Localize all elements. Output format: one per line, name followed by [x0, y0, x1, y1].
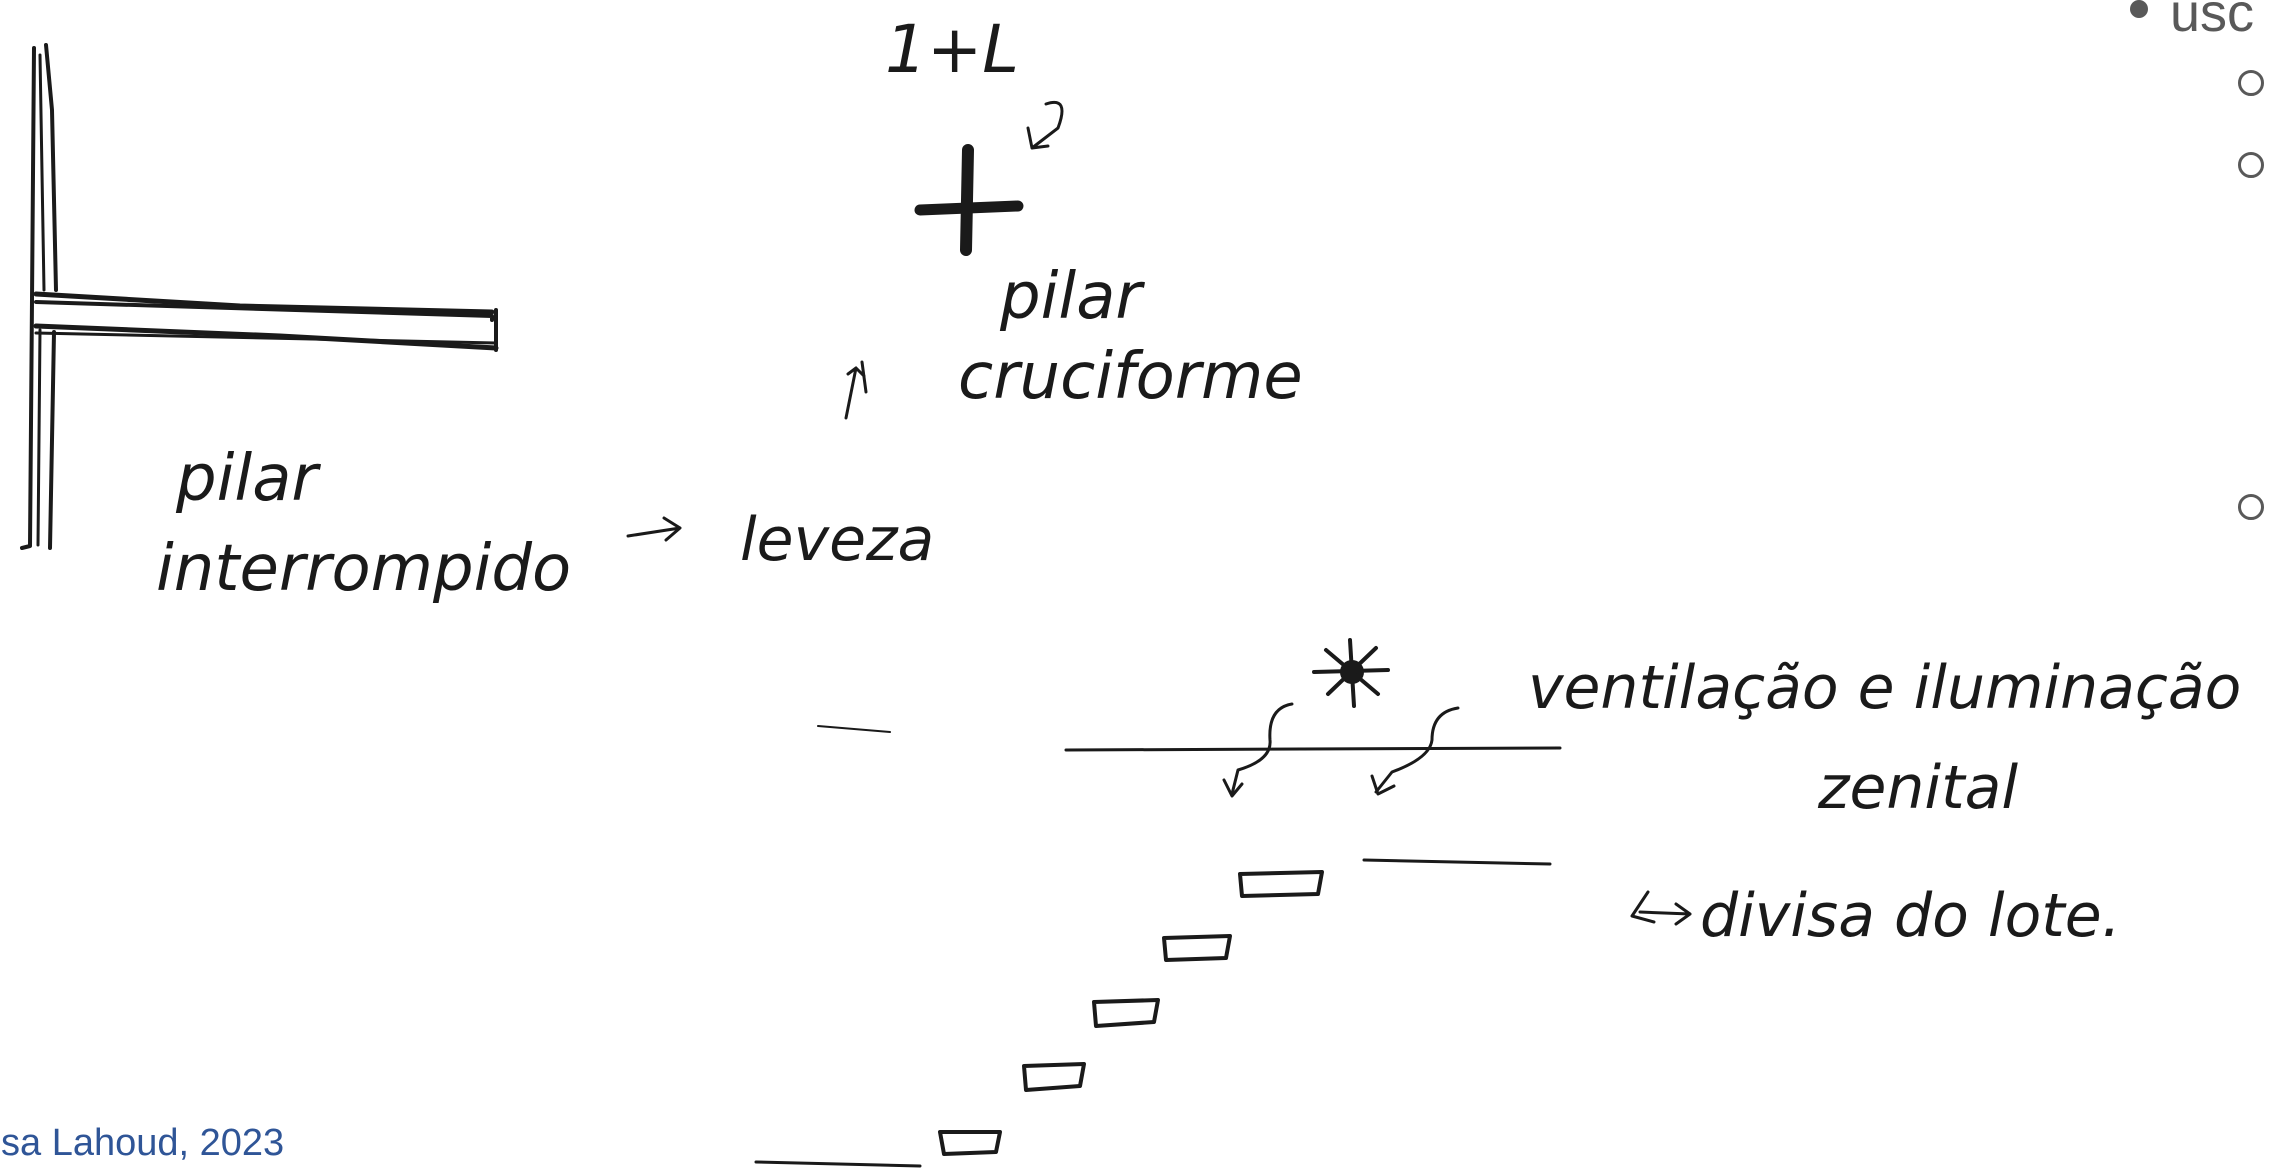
- leveza-label: leveza: [740, 505, 934, 575]
- divisa-label: divisa do lote.: [1700, 881, 2121, 951]
- zenithal-light-drawing: ventilação e iluminação zenital: [818, 640, 2241, 823]
- cruciform-pillar-drawing: 1+L pilar cruciforme: [846, 11, 1303, 418]
- credit-text: ssa Lahoud, 2023: [0, 1122, 284, 1165]
- ventilacao-label-2: zenital: [1817, 753, 2018, 823]
- pilar-interrompido-label-2: interrompido: [156, 532, 571, 606]
- stairs-drawing: divisa do lote.: [756, 860, 2121, 1166]
- bullet-text: usc: [2170, 0, 2254, 43]
- bullet-dot-icon: [2130, 0, 2148, 18]
- pilar-cruciforme-label-1: pilar: [999, 260, 1145, 334]
- formula-label: 1+L: [885, 11, 1019, 88]
- sub-bullet-icon: [2238, 70, 2264, 96]
- bullet-item: usc: [2130, 0, 2254, 44]
- sub-bullet-icon: [2238, 494, 2264, 520]
- pilar-interrompido-annotation: pilar interrompido leveza: [156, 442, 934, 606]
- pilar-interrompido-label-1: pilar: [175, 442, 321, 516]
- bullet-list: usc: [2120, 0, 2290, 542]
- ventilacao-label-1: ventilação e iluminação: [1528, 653, 2241, 723]
- pilar-cruciforme-label-2: cruciforme: [958, 340, 1303, 414]
- sub-bullet-icon: [2238, 152, 2264, 178]
